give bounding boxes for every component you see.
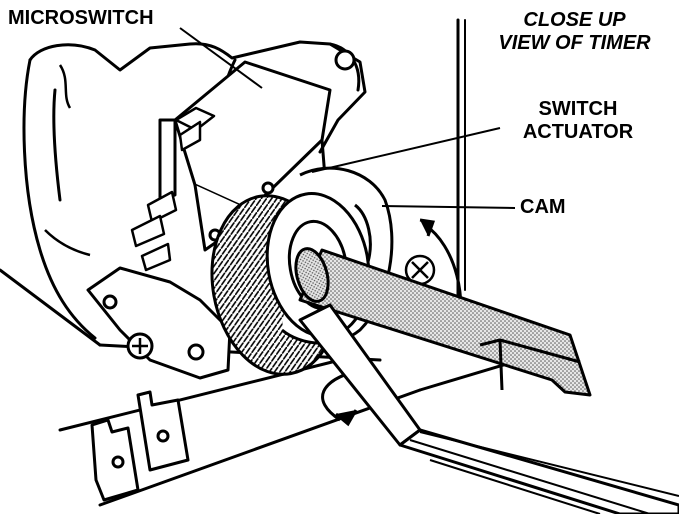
bracket-screw [404,254,436,286]
leader-cam [381,205,516,209]
switch-actuator-label: SWITCH ACTUATOR [508,98,648,144]
close-up-caption: CLOSE UP VIEW OF TIMER [482,9,667,55]
microswitch-label: MICROSWITCH [8,7,154,29]
leader-lines [179,27,516,209]
microswitch-terminals [130,106,216,272]
timer-shaft [294,247,592,397]
switch-actuator-line2: ACTUATOR [522,121,634,143]
screwdriver [298,303,679,514]
close-up-caption-line1: CLOSE UP [523,9,626,31]
cam-label: CAM [520,196,566,218]
leader-microswitch [179,27,263,89]
switch-actuator-line1: SWITCH [538,98,618,120]
terminal-clips [90,390,190,502]
wires [44,64,91,257]
leader-switch-actuator [311,127,501,173]
mounting-bracket [86,266,232,380]
close-up-caption-line2: VIEW OF TIMER [498,32,651,54]
